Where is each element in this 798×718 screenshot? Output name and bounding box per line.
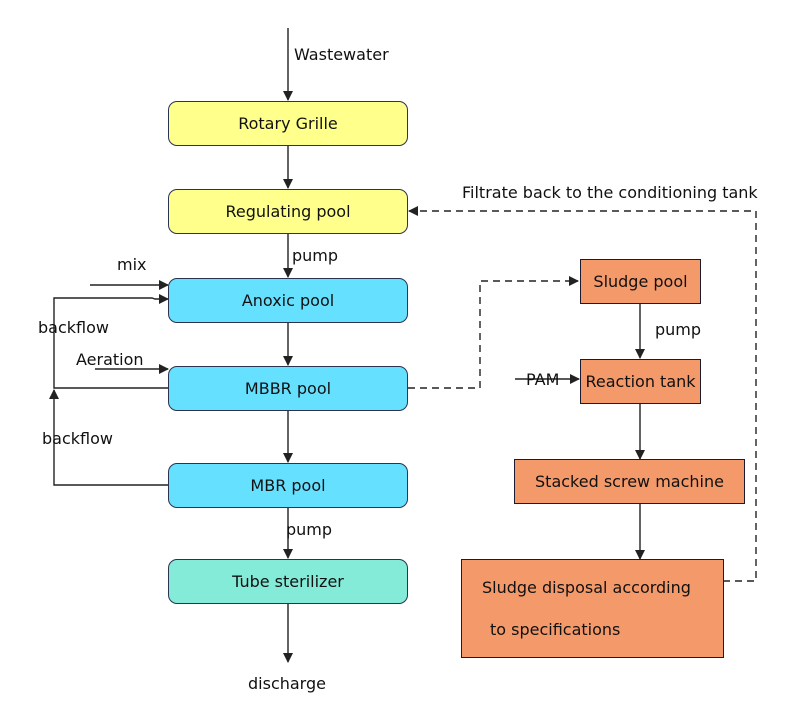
reaction-tank-node: Reaction tank: [580, 359, 701, 404]
tube-sterilizer-label: Tube sterilizer: [232, 572, 344, 591]
stacked-screw-machine-label: Stacked screw machine: [535, 472, 724, 491]
filtrate-label: Filtrate back to the conditioning tank: [462, 183, 758, 202]
pump-label-1: pump: [292, 246, 339, 265]
mix-label: mix: [117, 255, 147, 274]
mbr-pool-label: MBR pool: [250, 476, 326, 495]
pam-label: PAM: [526, 370, 560, 389]
anoxic-pool-label: Anoxic pool: [241, 291, 335, 310]
reaction-tank-label: Reaction tank: [585, 372, 696, 391]
sludge-pool-node: Sludge pool: [580, 259, 701, 304]
discharge-label: discharge: [248, 674, 326, 693]
regulating-pool-label: Regulating pool: [225, 202, 351, 221]
pump-label-2: pump: [286, 520, 333, 539]
pump-label-3: pump: [655, 320, 702, 339]
mbbr-pool-node: MBBR pool: [168, 366, 408, 411]
sludge-disposal-label-line1: Sludge disposal according: [482, 577, 691, 597]
backflow-label-1: backflow: [38, 318, 109, 337]
tube-sterilizer-node: Tube sterilizer: [168, 559, 408, 604]
regulating-pool-node: Regulating pool: [168, 189, 408, 234]
wastewater-label: Wastewater: [294, 45, 389, 64]
arrow-backflow-mbr: [49, 389, 168, 486]
backflow-label-2: backflow: [42, 429, 113, 448]
mbbr-pool-label: MBBR pool: [244, 379, 332, 398]
mbr-pool-node: MBR pool: [168, 463, 408, 508]
sludge-disposal-label-line2: to specifications: [490, 620, 621, 640]
anoxic-pool-node: Anoxic pool: [168, 278, 408, 323]
stacked-screw-machine-node: Stacked screw machine: [514, 459, 745, 504]
aeration-label: Aeration: [76, 350, 144, 369]
sludge-disposal-node: Sludge disposal according to specificati…: [461, 559, 724, 658]
arrow-backflow-mbbr-to-anoxic: [53, 294, 169, 389]
rotary-grille-label: Rotary Grille: [238, 114, 338, 133]
rotary-grille-node: Rotary Grille: [168, 101, 408, 146]
dashed-arrow-mbbr-to-sludge: [408, 276, 579, 389]
dashed-arrow-filtrate-return: [408, 206, 757, 582]
sludge-pool-label: Sludge pool: [593, 272, 688, 291]
